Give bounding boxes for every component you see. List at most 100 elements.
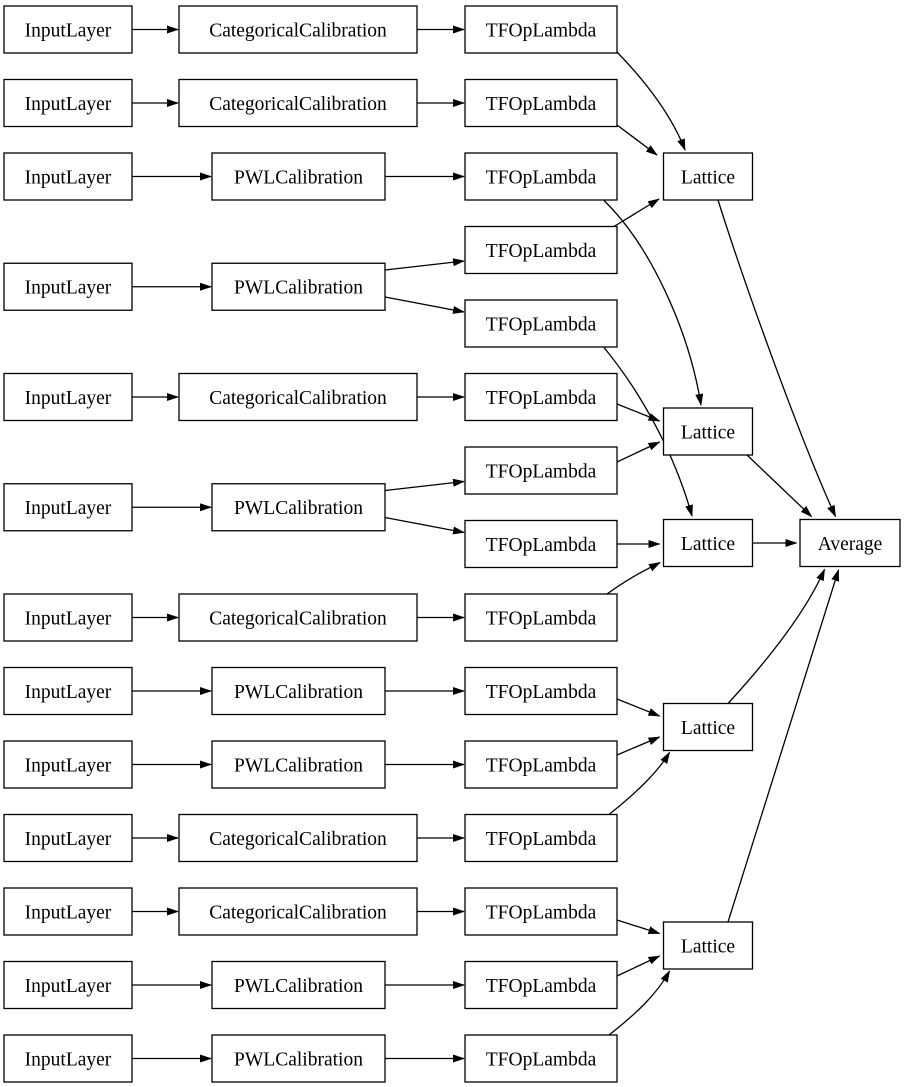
node-categoricalcalibration-11: CategoricalCalibration	[178, 887, 418, 936]
node-lattice-2: Lattice	[662, 407, 754, 456]
edge-lattice2-average	[746, 454, 813, 518]
node-label: TFOpLambda	[486, 94, 597, 115]
edge-lambda4a-lattice1	[613, 198, 660, 228]
node-average: Average	[799, 518, 901, 568]
node-label: TFOpLambda	[486, 829, 597, 850]
node-label: InputLayer	[25, 755, 112, 776]
node-label: TFOpLambda	[486, 314, 597, 335]
edge-lambda2-lattice1	[616, 124, 658, 156]
node-label: InputLayer	[25, 902, 112, 923]
node-label: PWLCalibration	[234, 278, 363, 299]
node-tfoplambda-11: TFOpLambda	[464, 887, 618, 936]
node-tfoplambda-5: TFOpLambda	[464, 372, 618, 422]
node-pwlcalibration-12: PWLCalibration	[211, 960, 386, 1010]
node-inputlayer-13: InputLayer	[3, 1034, 133, 1083]
node-tfoplambda-1: TFOpLambda	[464, 5, 618, 54]
node-pwlcalibration-6: PWLCalibration	[211, 483, 386, 532]
node-pwlcalibration-13: PWLCalibration	[211, 1034, 386, 1083]
node-label: PWLCalibration	[234, 755, 363, 776]
node-tfoplambda-3: TFOpLambda	[464, 152, 618, 201]
node-tfoplambda-12: TFOpLambda	[464, 960, 618, 1010]
node-tfoplambda-10: TFOpLambda	[464, 813, 618, 863]
node-tfoplambda-8: TFOpLambda	[464, 666, 618, 716]
node-label: TFOpLambda	[486, 388, 597, 409]
node-tfoplambda-6a: TFOpLambda	[464, 446, 618, 495]
edge-calibration6-lambda6b	[384, 516, 465, 535]
node-tfoplambda-6b: TFOpLambda	[464, 519, 618, 569]
node-label: InputLayer	[25, 608, 112, 629]
node-label: CategoricalCalibration	[209, 388, 387, 409]
node-inputlayer-5: InputLayer	[3, 372, 133, 422]
edge-calibration6-lambda6a	[384, 478, 465, 492]
edge-lambda8-lattice4	[616, 698, 661, 717]
node-lattice-1: Lattice	[662, 152, 754, 201]
node-label: InputLayer	[25, 388, 112, 409]
node-label: InputLayer	[25, 682, 112, 703]
node-label: InputLayer	[25, 20, 112, 41]
node-inputlayer-1: InputLayer	[3, 5, 133, 54]
node-label: Lattice	[681, 534, 735, 555]
node-inputlayer-8: InputLayer	[3, 666, 133, 716]
node-pwlcalibration-3: PWLCalibration	[211, 152, 386, 201]
node-label: CategoricalCalibration	[209, 902, 387, 923]
node-label: TFOpLambda	[486, 241, 597, 262]
edge-calibration4-lambda4a	[384, 258, 465, 271]
node-label: Lattice	[681, 167, 735, 188]
node-label: PWLCalibration	[234, 1049, 363, 1070]
edge-lambda7-lattice3	[606, 561, 661, 595]
node-tfoplambda-13: TFOpLambda	[464, 1034, 618, 1083]
node-lattice-3: Lattice	[662, 518, 754, 568]
edge-lambda12-lattice5	[616, 955, 661, 977]
node-categoricalcalibration-10: CategoricalCalibration	[178, 813, 418, 863]
node-label: TFOpLambda	[486, 755, 597, 776]
node-inputlayer-6: InputLayer	[3, 483, 133, 532]
edge-lambda1-lattice1	[616, 51, 686, 151]
edge-lambda11-lattice5	[616, 919, 661, 935]
node-label: PWLCalibration	[234, 498, 363, 519]
node-label: InputLayer	[25, 94, 112, 115]
edge-lambda4b-lattice3	[603, 347, 693, 517]
node-label: TFOpLambda	[486, 902, 597, 923]
node-tfoplambda-7: TFOpLambda	[464, 593, 618, 642]
edge-lambda5-lattice2	[616, 403, 661, 422]
node-pwlcalibration-8: PWLCalibration	[211, 666, 386, 716]
node-tfoplambda-9: TFOpLambda	[464, 740, 618, 789]
node-label: TFOpLambda	[486, 1049, 597, 1070]
node-label: TFOpLambda	[486, 976, 597, 997]
node-label: InputLayer	[25, 1049, 112, 1070]
node-label: CategoricalCalibration	[209, 829, 387, 850]
node-tfoplambda-4b: TFOpLambda	[464, 299, 618, 348]
edge-lattice5-average	[727, 569, 840, 923]
node-inputlayer-4: InputLayer	[3, 262, 133, 311]
node-pwlcalibration-4: PWLCalibration	[211, 262, 386, 311]
edge-lambda9-lattice4	[616, 736, 661, 756]
edge-lattice1-average	[717, 199, 837, 518]
node-label: CategoricalCalibration	[209, 94, 387, 115]
edge-lambda13-lattice5	[608, 970, 671, 1036]
edge-lattice4-average	[727, 568, 826, 704]
node-label: InputLayer	[25, 278, 112, 299]
node-label: InputLayer	[25, 976, 112, 997]
node-label: PWLCalibration	[234, 682, 363, 703]
node-label: TFOpLambda	[486, 167, 597, 188]
node-inputlayer-2: InputLayer	[3, 78, 133, 128]
node-label: TFOpLambda	[486, 535, 597, 556]
node-label: InputLayer	[25, 167, 112, 188]
node-tfoplambda-4a: TFOpLambda	[464, 225, 618, 275]
node-label: Lattice	[681, 718, 735, 739]
node-label: CategoricalCalibration	[209, 20, 387, 41]
node-label: CategoricalCalibration	[209, 608, 387, 629]
node-label: Lattice	[681, 422, 735, 443]
edge-lambda6a-lattice2	[616, 441, 661, 463]
node-pwlcalibration-9: PWLCalibration	[211, 740, 386, 789]
node-lattice-5: Lattice	[662, 921, 754, 970]
node-categoricalcalibration-2: CategoricalCalibration	[178, 78, 418, 128]
node-inputlayer-10: InputLayer	[3, 813, 133, 863]
node-inputlayer-3: InputLayer	[3, 152, 133, 201]
node-inputlayer-9: InputLayer	[3, 740, 133, 789]
node-lattice-4: Lattice	[662, 702, 754, 752]
node-label: TFOpLambda	[486, 682, 597, 703]
node-inputlayer-12: InputLayer	[3, 960, 133, 1010]
